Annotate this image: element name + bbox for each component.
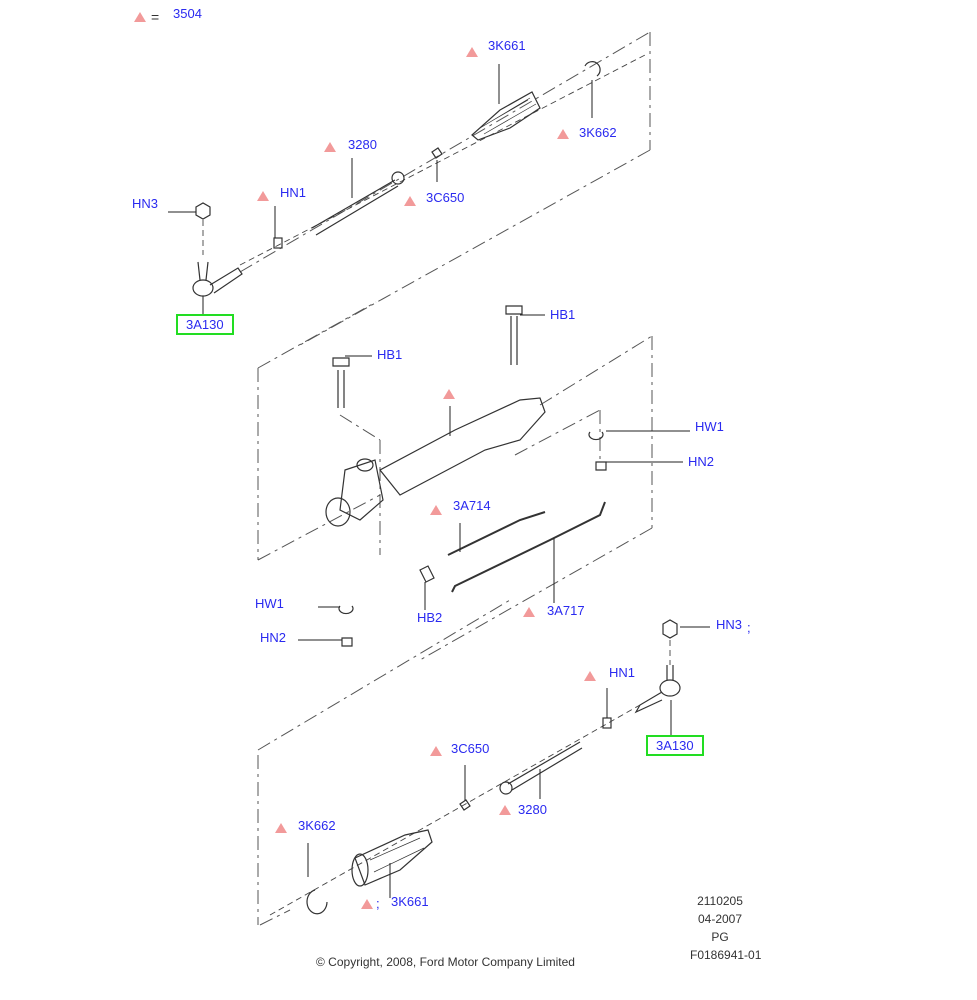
figure-date: 04-2007	[697, 912, 743, 926]
triangle-marker-icon	[430, 746, 442, 756]
part-label-3a130-highlighted[interactable]: 3A130	[176, 314, 234, 335]
triangle-marker-icon	[430, 505, 442, 515]
triangle-marker-icon	[324, 142, 336, 152]
part-label-3k661[interactable]: 3K661	[488, 38, 526, 53]
assembly-guide-lines	[239, 31, 653, 926]
part-label-hn3[interactable]: HN3	[716, 617, 743, 632]
part-axis-lines	[202, 54, 671, 916]
part-label-hw1[interactable]: HW1	[695, 419, 724, 434]
part-label-3a717[interactable]: 3A717	[547, 603, 585, 618]
top-tie-rod-assembly	[192, 61, 601, 297]
triangle-marker-icon	[466, 47, 478, 57]
part-label-hb1[interactable]: HB1	[377, 347, 403, 362]
part-label-3280[interactable]: 3280	[348, 137, 377, 152]
triangle-marker-icon	[404, 196, 416, 206]
steering-gear-housing	[325, 305, 546, 527]
part-label-3k661[interactable]: 3K661	[391, 894, 429, 909]
triangle-marker-icon	[557, 129, 569, 139]
legend-part-label[interactable]: 3504	[173, 6, 202, 21]
hn3-nut	[195, 202, 211, 220]
part-label-hb1[interactable]: HB1	[550, 307, 576, 322]
part-label-hn1[interactable]: HN1	[280, 185, 307, 200]
figure-code: 2110205	[697, 894, 743, 908]
copyright-notice: © Copyright, 2008, Ford Motor Company Li…	[316, 955, 575, 969]
triangle-marker-icon	[499, 805, 511, 815]
figure-metadata: 2110205 04-2007 PG F0186941-01	[690, 892, 762, 964]
part-label-3k662[interactable]: 3K662	[298, 818, 336, 833]
part-label-3a714[interactable]: 3A714	[453, 498, 491, 513]
part-label-3c650[interactable]: 3C650	[451, 741, 490, 756]
triangle-marker-icon	[361, 899, 373, 909]
part-label-3280[interactable]: 3280	[518, 802, 547, 817]
label-prefix: ;	[376, 896, 380, 911]
triangle-marker-icon	[523, 607, 535, 617]
leader-lines	[168, 64, 710, 898]
part-label-3a130-highlighted[interactable]: 3A130	[646, 735, 704, 756]
triangle-marker-icon	[275, 823, 287, 833]
triangle-marker-icon	[257, 191, 269, 201]
triangle-marker-icon	[584, 671, 596, 681]
legend-equals: =	[151, 9, 160, 25]
hydraulic-lines	[338, 431, 607, 647]
part-label-hn2[interactable]: HN2	[260, 630, 287, 645]
part-label-hw1[interactable]: HW1	[255, 596, 284, 611]
triangle-marker-icon	[443, 389, 455, 399]
bottom-tie-rod-assembly	[306, 619, 681, 915]
part-label-hn2[interactable]: HN2	[688, 454, 715, 469]
triangle-marker-icon	[134, 12, 146, 22]
figure-number: F0186941-01	[690, 948, 762, 962]
part-label-3k662[interactable]: 3K662	[579, 125, 617, 140]
part-label-hb2[interactable]: HB2	[417, 610, 443, 625]
part-label-hn1[interactable]: HN1	[609, 665, 636, 680]
figure-initials: PG	[711, 930, 729, 944]
part-label-3c650[interactable]: 3C650	[426, 190, 465, 205]
label-suffix: ;	[747, 620, 751, 635]
part-label-hn3[interactable]: HN3	[132, 196, 159, 211]
